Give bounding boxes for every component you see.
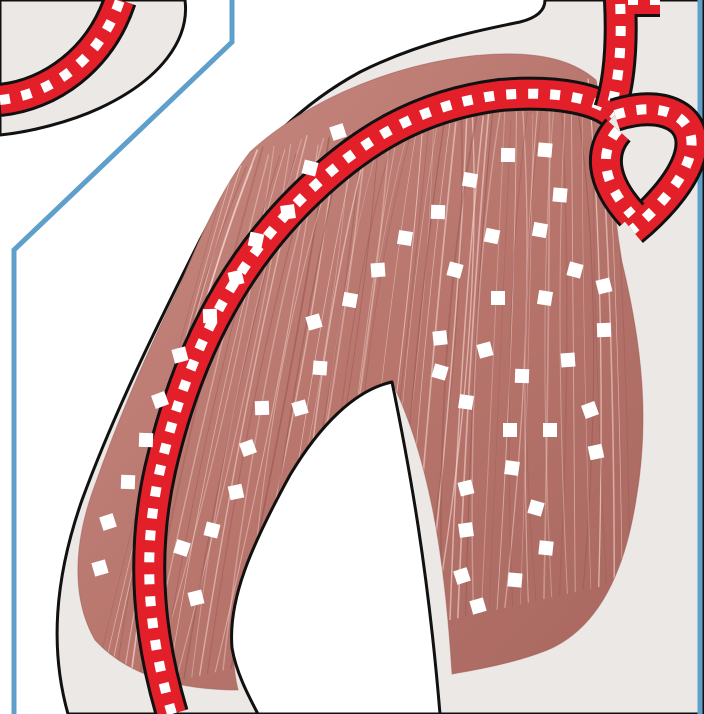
particle bbox=[342, 292, 358, 308]
particle bbox=[313, 361, 328, 376]
particle bbox=[503, 423, 517, 437]
particle bbox=[371, 263, 386, 278]
particle bbox=[537, 290, 553, 306]
particle bbox=[501, 148, 515, 162]
particle bbox=[458, 394, 474, 410]
particle bbox=[248, 232, 265, 249]
particle bbox=[532, 222, 548, 238]
particle bbox=[588, 444, 605, 461]
particle bbox=[552, 187, 567, 202]
particle bbox=[491, 291, 505, 305]
particle bbox=[515, 369, 529, 383]
particle bbox=[280, 204, 296, 220]
particle bbox=[432, 330, 447, 345]
particle bbox=[507, 572, 522, 587]
particle bbox=[139, 433, 153, 447]
particle bbox=[228, 484, 245, 501]
particle bbox=[462, 172, 478, 188]
particle bbox=[561, 353, 576, 368]
particle bbox=[121, 475, 135, 489]
particle bbox=[203, 309, 217, 323]
particle bbox=[431, 205, 445, 219]
particle bbox=[538, 540, 553, 555]
particle bbox=[537, 142, 552, 157]
particle bbox=[504, 460, 520, 476]
particle bbox=[484, 228, 501, 245]
particle bbox=[543, 423, 557, 437]
particle bbox=[397, 230, 413, 246]
particle bbox=[597, 323, 611, 337]
particle bbox=[458, 522, 474, 538]
particle bbox=[255, 401, 269, 415]
